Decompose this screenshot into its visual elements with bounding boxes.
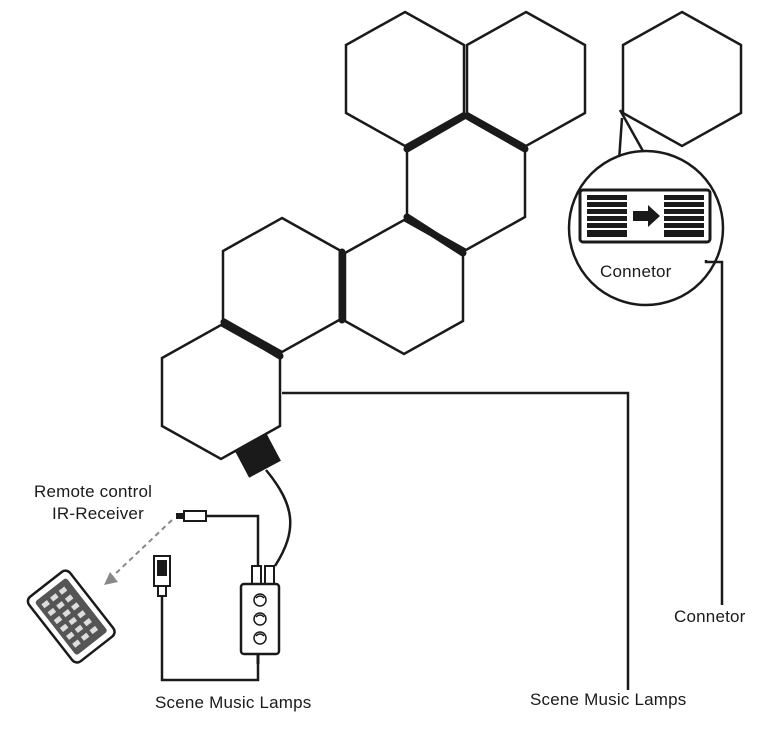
panel-joint bbox=[403, 213, 467, 257]
scene-music-lamps-left-label: Scene Music Lamps bbox=[155, 693, 312, 712]
arrow-right-icon bbox=[633, 205, 660, 227]
scene-music-lamps-right-label: Scene Music Lamps bbox=[530, 690, 687, 709]
leader-line-connector bbox=[704, 260, 724, 605]
hex-panel bbox=[344, 10, 466, 148]
button-icon bbox=[253, 593, 267, 645]
remote-control bbox=[26, 569, 116, 664]
leader-line-scene-left bbox=[160, 595, 260, 682]
panel-joints bbox=[220, 112, 529, 360]
connector-zoom-label: Connetor bbox=[600, 262, 672, 281]
ir-signal-arrow bbox=[104, 572, 118, 585]
panel-controller-box bbox=[235, 434, 281, 478]
controller-cable bbox=[265, 469, 292, 567]
hex-panel-single bbox=[621, 10, 743, 148]
leader-line-scene-right bbox=[282, 391, 630, 690]
inline-controller bbox=[239, 565, 281, 664]
ir-receiver bbox=[176, 510, 207, 522]
connector-zoom-callout bbox=[567, 109, 725, 307]
ir-signal-line bbox=[111, 519, 173, 578]
ir-receiver-cable bbox=[205, 514, 260, 566]
remote-control-label: Remote control bbox=[34, 482, 153, 501]
panel-joint bbox=[463, 112, 529, 153]
usb-plug bbox=[153, 555, 171, 597]
panel-joint bbox=[403, 112, 468, 153]
ir-receiver-label: IR-Receiver bbox=[52, 504, 144, 523]
panel-joint bbox=[220, 318, 284, 360]
connector-side-label: Connetor bbox=[674, 607, 746, 626]
